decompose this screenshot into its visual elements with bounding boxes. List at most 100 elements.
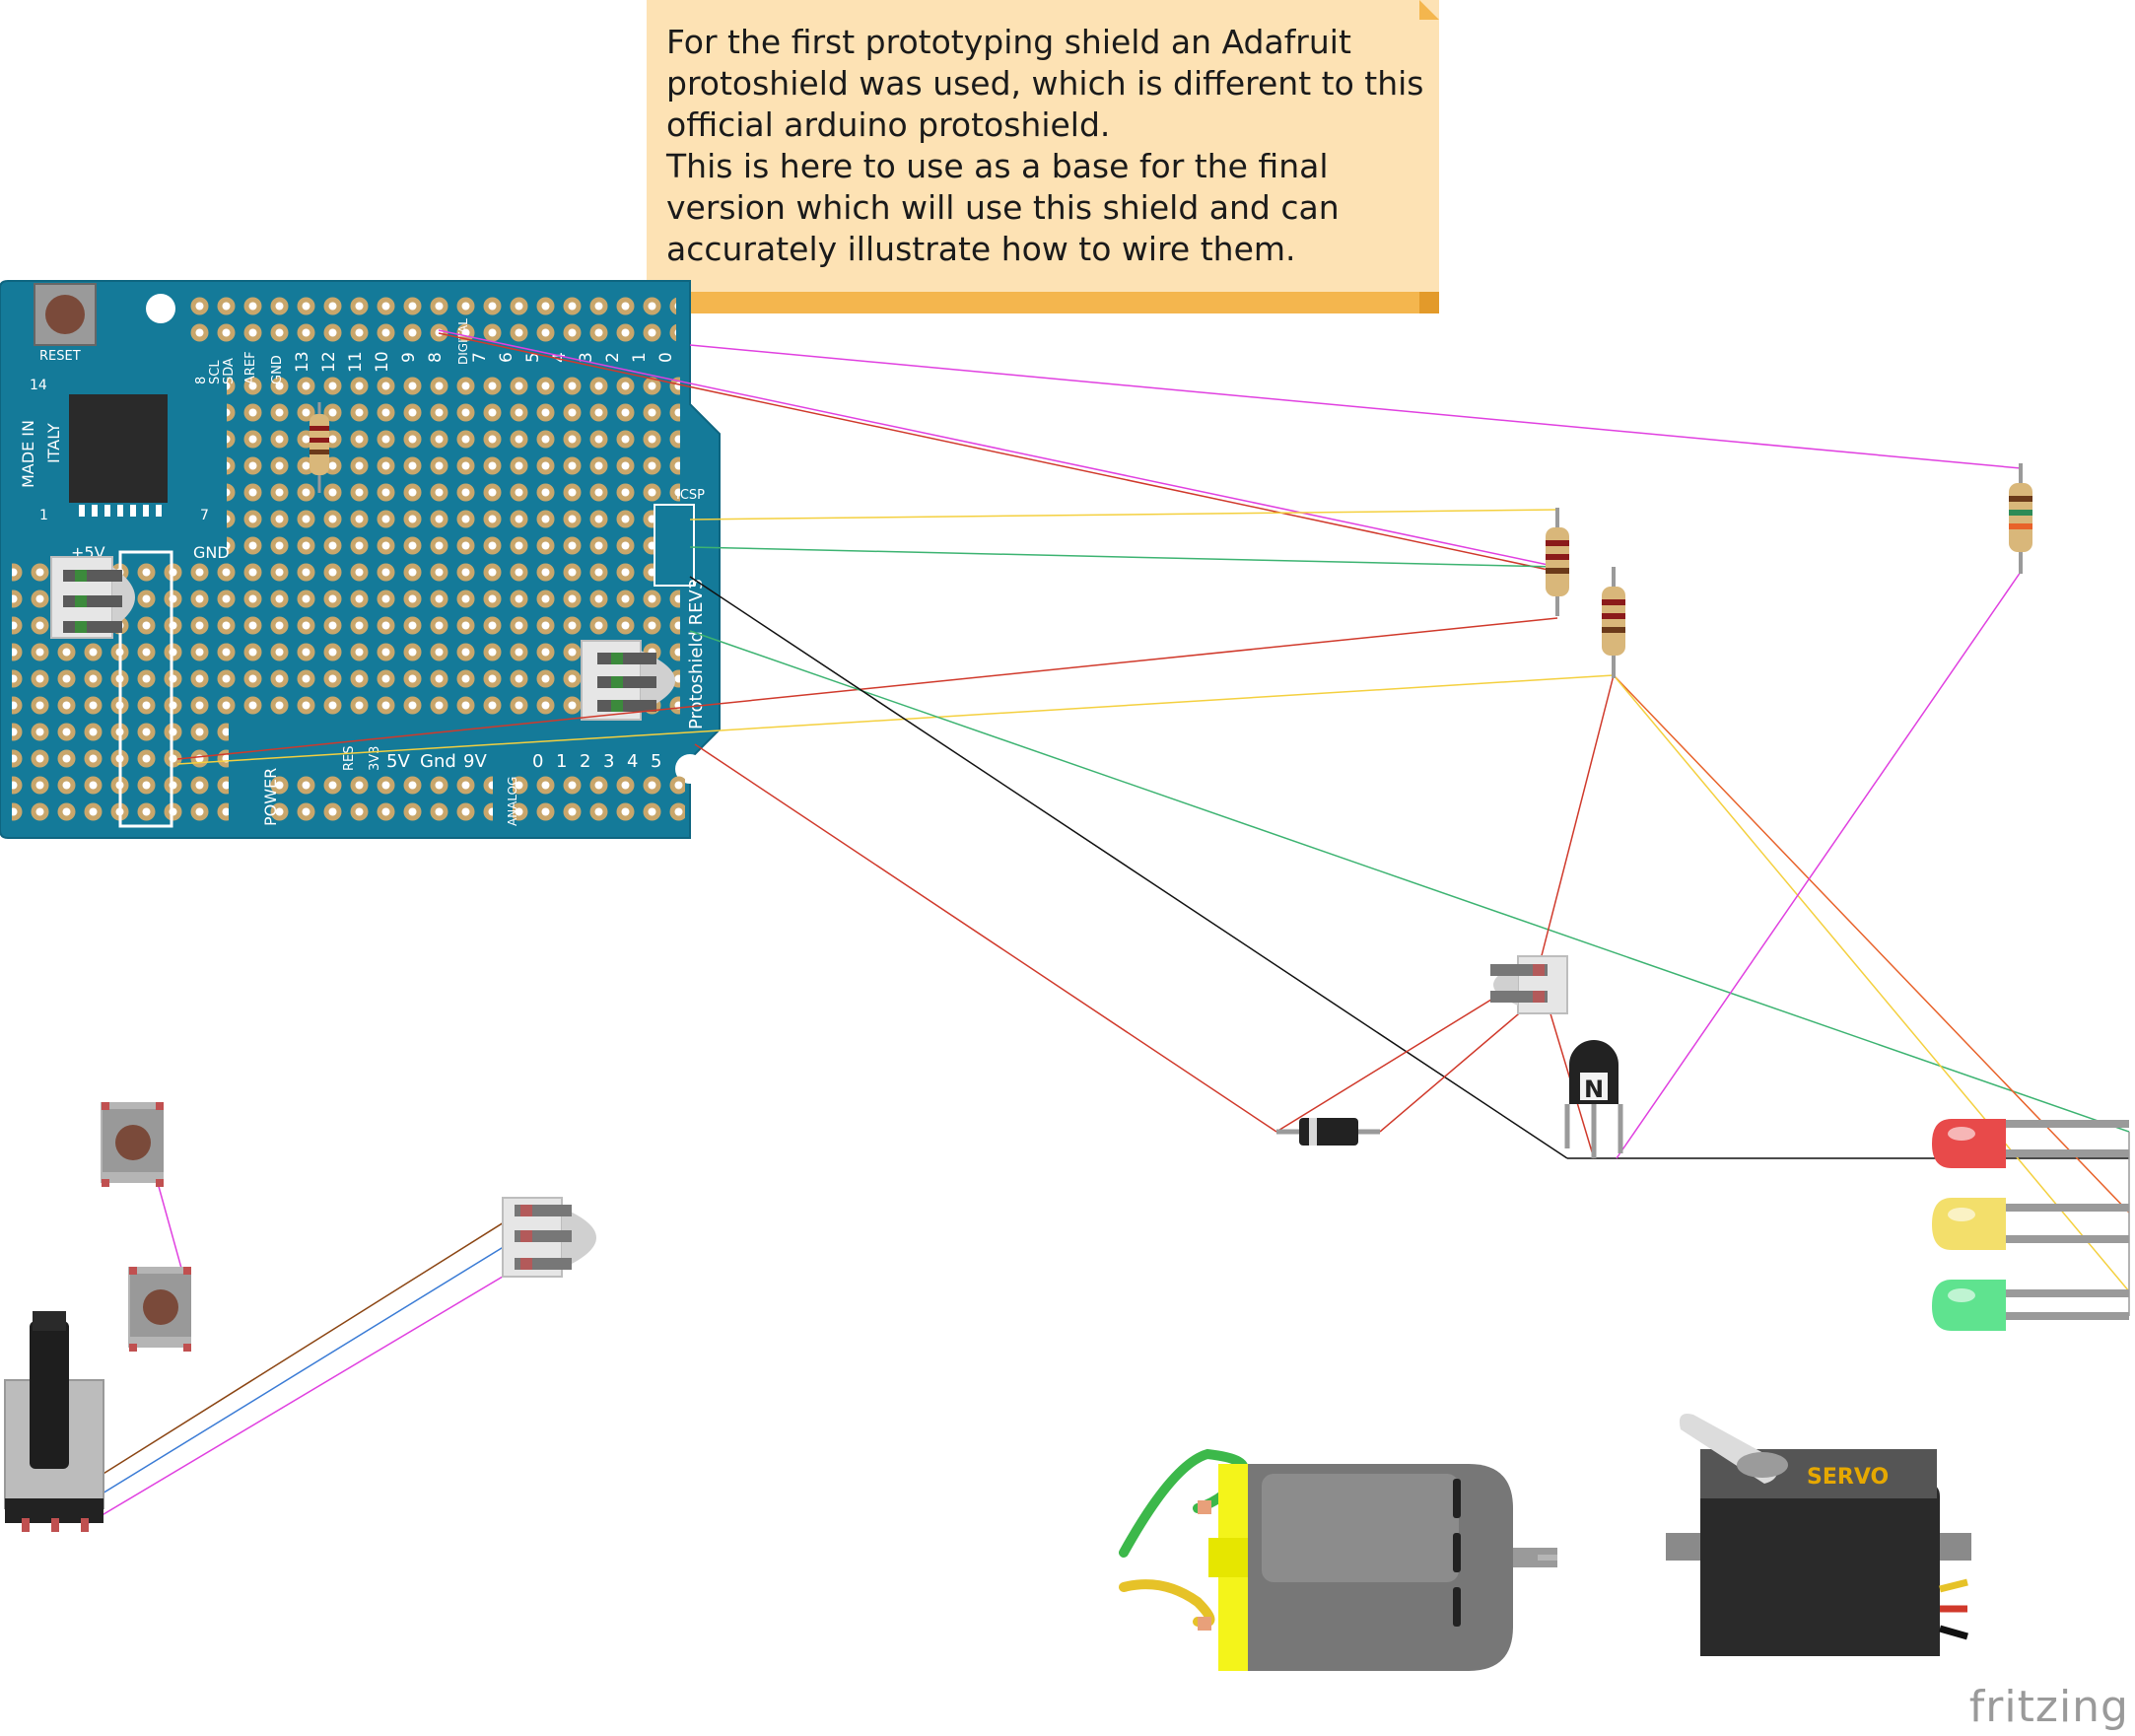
icsp-label: ICSP (676, 488, 705, 503)
diode[interactable] (1276, 1118, 1380, 1146)
wire-red-1 (438, 332, 1558, 573)
wire-green-1 (689, 546, 1558, 568)
svg-text:9: 9 (399, 352, 419, 363)
digital-header-holes[interactable] (183, 293, 676, 346)
note-body (647, 0, 1439, 298)
rail-outline (118, 550, 173, 828)
svg-text:1: 1 (630, 352, 650, 363)
svg-text:0: 0 (532, 751, 543, 772)
led-yellow[interactable] (1932, 1198, 2129, 1250)
reset-button[interactable] (34, 283, 97, 346)
chip-pin-7: 7 (200, 508, 209, 523)
ic-chip-pins (79, 505, 162, 517)
led-green[interactable] (1932, 1280, 2129, 1331)
transistor-label: N (1584, 1076, 1604, 1103)
top-pin-labels: 8 SCL SDA AREF GND 13 12 11 10 9 8 (194, 351, 446, 384)
resistor-3[interactable] (2009, 463, 2032, 574)
wire-green-2 (689, 630, 2130, 1133)
svg-text:2: 2 (603, 352, 623, 363)
svg-text:5V: 5V (386, 751, 410, 772)
note-bottom-bar (647, 292, 1439, 313)
servo-label: SERVO (1807, 1465, 1889, 1490)
ir-receiver[interactable] (502, 1197, 596, 1278)
wire-black-1 (689, 576, 1568, 1159)
wire-pink-5 (88, 1261, 528, 1524)
ir-led[interactable] (1490, 955, 1568, 1014)
svg-text:6: 6 (497, 352, 517, 363)
wire-pink-4 (157, 1182, 183, 1273)
wire-yellow-3 (1613, 674, 2130, 1292)
sticky-note[interactable] (647, 0, 1439, 313)
top-right-pin-labels: 7 6 5 4 3 2 1 0 (470, 352, 676, 363)
reset-label: RESET (39, 349, 81, 364)
analog-pin-labels: 0 1 2 3 4 5 (532, 751, 661, 772)
note-line: official arduino protoshield. (666, 105, 1111, 144)
note-corner-fold (1419, 0, 1439, 20)
chip-pin-1: 1 (39, 508, 48, 523)
resistor-1[interactable] (1546, 508, 1569, 616)
svg-text:1: 1 (556, 751, 567, 772)
ic-chip (69, 394, 168, 503)
svg-text:7: 7 (470, 352, 490, 363)
shield-ir-receiver-2[interactable] (581, 640, 675, 721)
gnd-label: GND (193, 543, 230, 562)
svg-text:Gnd: Gnd (420, 751, 456, 772)
svg-text:5: 5 (651, 751, 661, 772)
analog-header-holes[interactable] (513, 771, 685, 824)
wires[interactable] (24, 329, 2130, 1524)
wire-pink-1 (689, 344, 2022, 469)
note-text: For the first prototyping shield an Adaf… (666, 22, 1424, 270)
made-in-label: MADE IN (19, 420, 37, 488)
side-text: Protoshield REV3 (686, 579, 707, 729)
wire-orange-1 (1613, 674, 2130, 1214)
svg-text:3: 3 (577, 352, 596, 363)
shield-resistor[interactable] (310, 402, 329, 493)
npn-transistor[interactable]: N (1564, 1040, 1623, 1158)
potentiometer[interactable] (4, 1311, 104, 1532)
servo-motor[interactable]: SERVO (1666, 1414, 1971, 1656)
led-red[interactable] (1932, 1119, 2129, 1168)
wire-pink-3 (1616, 571, 2022, 1159)
svg-text:5: 5 (523, 352, 543, 363)
italy-label: ITALY (44, 423, 63, 463)
wire-red-6 (1537, 674, 1615, 972)
pushbutton-1[interactable] (101, 1102, 164, 1187)
svg-text:RES: RES (342, 746, 357, 772)
svg-text:12: 12 (319, 351, 339, 373)
svg-text:3: 3 (603, 751, 614, 772)
note-line: For the first prototyping shield an Adaf… (666, 23, 1351, 61)
shield-ir-receiver[interactable] (50, 556, 135, 639)
note-line: protoshield was used, which is different… (666, 64, 1424, 103)
svg-text:8: 8 (194, 377, 209, 384)
chip-pin-14: 14 (30, 378, 47, 393)
svg-text:2: 2 (580, 751, 590, 772)
dc-motor[interactable] (1119, 1448, 1557, 1671)
wire-pink-2 (438, 329, 1558, 568)
power-header-holes[interactable] (266, 771, 493, 824)
wire-red-3 (694, 743, 1277, 1133)
note-resize-grip[interactable] (1419, 292, 1439, 313)
wire-blue-1 (53, 1231, 528, 1524)
note-line: version which will use this shield and c… (666, 188, 1340, 227)
wire-yellow-2 (176, 674, 1615, 765)
svg-text:SDA: SDA (222, 358, 237, 384)
wire-red-2 (176, 617, 1558, 760)
wire-red-5 (1379, 997, 1539, 1133)
svg-text:4: 4 (550, 352, 570, 363)
arduino-protoshield[interactable]: RESET 14 1 7 MADE IN ITALY +5V GND ICSP … (0, 280, 721, 839)
mounting-hole (146, 294, 175, 323)
svg-text:13: 13 (293, 351, 312, 373)
svg-text:10: 10 (373, 351, 392, 373)
svg-text:11: 11 (346, 351, 366, 373)
power-label: POWER (261, 768, 280, 826)
wire-brown-1 (24, 1207, 528, 1524)
svg-text:3V3: 3V3 (368, 746, 382, 771)
pushbutton-2[interactable] (128, 1267, 191, 1352)
svg-text:0: 0 (656, 352, 676, 363)
svg-text:4: 4 (627, 751, 638, 772)
note-line: accurately illustrate how to wire them. (666, 230, 1296, 268)
icsp-header[interactable] (654, 504, 695, 587)
resistor-2[interactable] (1602, 567, 1625, 678)
digital-label: DIGITAL (456, 318, 470, 365)
